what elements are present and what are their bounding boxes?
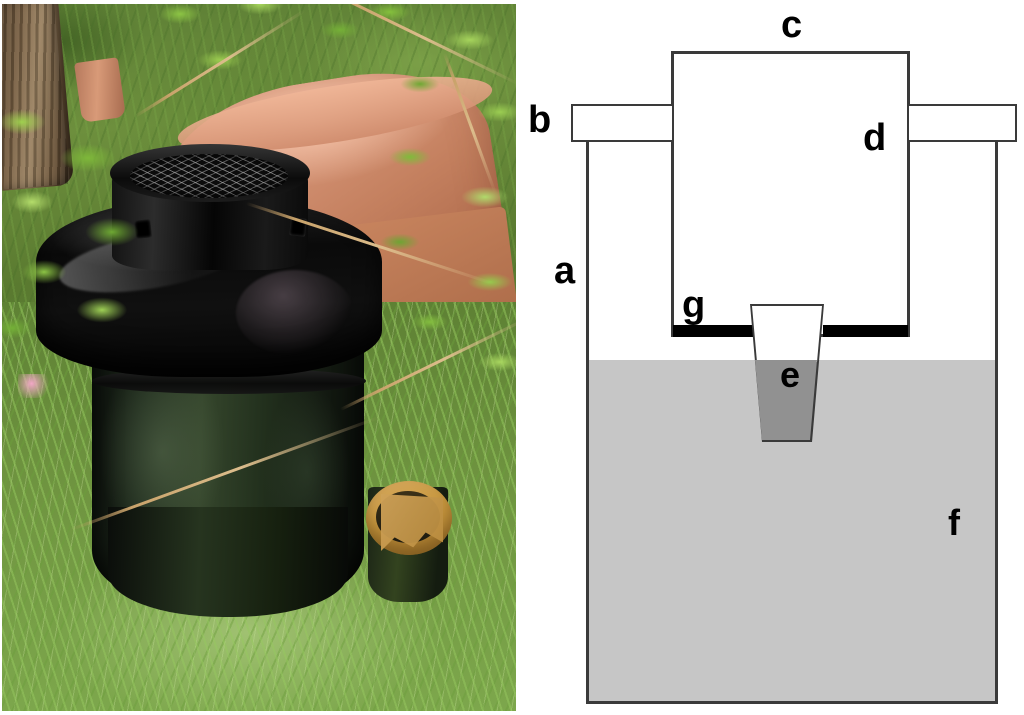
photograph-panel bbox=[0, 2, 518, 713]
label-b: b bbox=[528, 99, 552, 141]
perforated-floor-left bbox=[673, 325, 753, 337]
rim-flange-right bbox=[907, 104, 1017, 142]
rim-flange-left bbox=[571, 104, 674, 142]
foliage-left bbox=[0, 92, 172, 352]
perforated-floor-right bbox=[823, 325, 908, 337]
label-f: f bbox=[948, 502, 960, 543]
label-a: a bbox=[554, 250, 576, 292]
schematic-panel: a b c d e f g bbox=[518, 0, 1024, 715]
foliage-top bbox=[150, 2, 400, 100]
sampling-cup-upper-fill bbox=[752, 306, 822, 362]
label-e: e bbox=[780, 354, 801, 395]
label-g: g bbox=[682, 284, 706, 326]
sampling-cup-water-fill bbox=[755, 360, 817, 440]
pink-flower bbox=[18, 374, 52, 398]
inner-container bbox=[671, 51, 910, 337]
outer-container-wall bbox=[586, 104, 998, 704]
label-d: d bbox=[863, 117, 887, 159]
trap-lid-reflection bbox=[236, 270, 354, 356]
trap-body-taper bbox=[108, 507, 348, 617]
label-c: c bbox=[781, 4, 803, 46]
